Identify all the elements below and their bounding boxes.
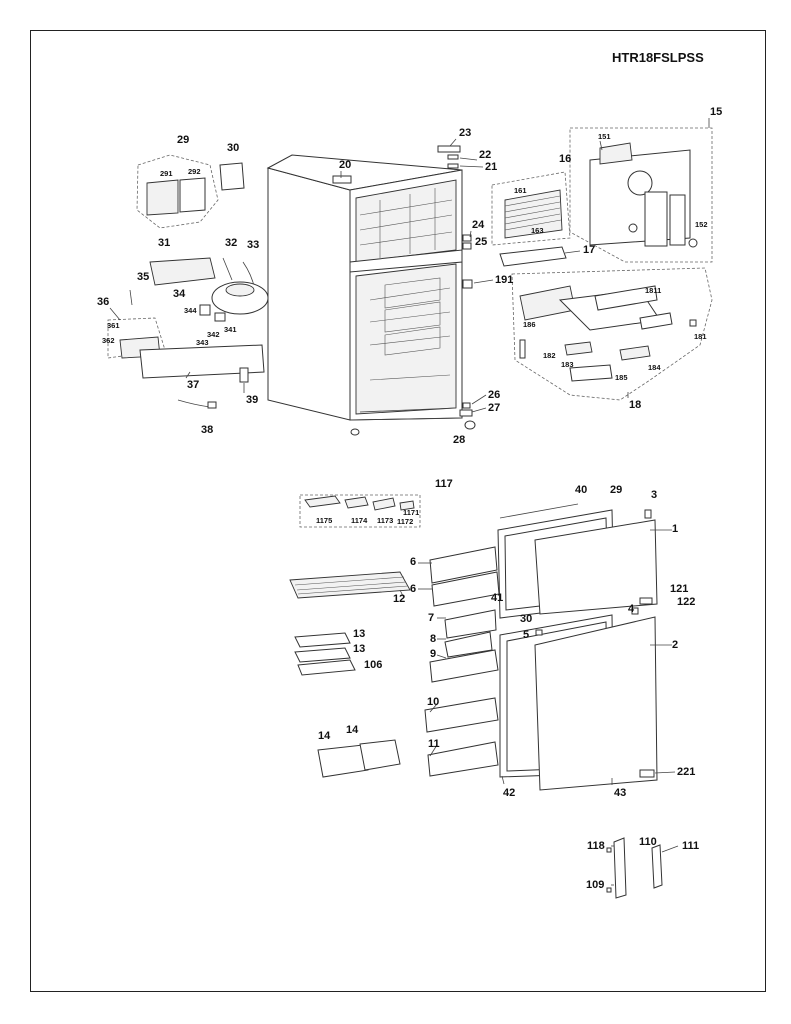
part-number-label: 118: [587, 840, 605, 852]
part-number-label: 361: [107, 321, 120, 330]
part-number-label: 362: [102, 336, 115, 345]
control-panel-assembly: [569, 127, 713, 263]
part-number-label: 183: [561, 360, 574, 369]
part-number-label: 161: [514, 186, 527, 195]
part-number-label: 2: [672, 639, 678, 651]
part-number-label: 163: [531, 226, 544, 235]
part-number-label: 3: [651, 489, 657, 501]
part-number-label: 184: [648, 363, 661, 372]
part-number-label: 38: [201, 424, 213, 436]
part-number-label: 13: [353, 643, 365, 655]
part-number-label: 8: [430, 633, 436, 645]
part-number-label: 13: [353, 628, 365, 640]
part-number-label: 6: [410, 583, 416, 595]
part-number-label: 343: [196, 338, 209, 347]
part-number-label: 292: [188, 167, 201, 176]
model-number: HTR18FSLPSS: [612, 50, 704, 65]
part-number-label: 106: [364, 659, 382, 671]
part-number-label: 25: [475, 236, 487, 248]
part-number-label: 9: [430, 648, 436, 660]
part-number-label: 109: [586, 879, 604, 891]
part-number-label: 12: [393, 593, 405, 605]
door-components: [289, 494, 658, 791]
part-number-label: 29: [610, 484, 622, 496]
air-duct-assembly: [511, 267, 713, 401]
part-number-label: 1173: [377, 516, 393, 525]
part-number-label: 341: [224, 325, 237, 334]
part-number-label: 43: [614, 787, 626, 799]
part-number-label: 7: [428, 612, 434, 624]
part-number-label: 151: [598, 132, 611, 141]
part-number-label: 23: [459, 127, 471, 139]
part-number-label: 1175: [316, 516, 332, 525]
part-number-label: 342: [207, 330, 220, 339]
part-number-label: 185: [615, 373, 628, 382]
part-number-label: 11: [428, 738, 440, 750]
part-number-label: 1811: [645, 286, 661, 295]
part-number-label: 1171: [403, 508, 419, 517]
machine-compartment-parts: [107, 154, 269, 409]
part-number-label: 35: [137, 271, 149, 283]
part-number-label: 37: [187, 379, 199, 391]
part-number-label: 344: [184, 306, 197, 315]
door-handles: [606, 837, 663, 899]
part-number-label: 291: [160, 169, 173, 178]
part-number-label: 34: [173, 288, 186, 300]
part-number-label: 221: [677, 766, 695, 778]
cabinet: [266, 145, 476, 436]
part-number-label: 17: [583, 244, 595, 256]
part-number-label: 18: [629, 399, 641, 411]
part-number-label: 28: [453, 434, 465, 446]
part-number-label: 181: [694, 332, 707, 341]
part-number-label: 27: [488, 402, 500, 414]
part-number-label: 22: [479, 149, 491, 161]
diagram-frame: [30, 30, 766, 992]
part-number-label: 40: [575, 484, 587, 496]
part-number-label: 33: [247, 239, 259, 251]
part-number-label: 111: [682, 840, 699, 852]
part-number-label: 30: [520, 613, 532, 625]
part-number-label: 6: [410, 556, 416, 568]
part-number-label: 186: [523, 320, 536, 329]
part-number-label: 20: [339, 159, 351, 171]
part-number-label: 32: [225, 237, 237, 249]
part-number-label: 10: [427, 696, 439, 708]
part-number-label: 117: [435, 478, 453, 490]
part-number-label: 121: [670, 583, 688, 595]
part-number-label: 110: [639, 836, 657, 848]
part-number-label: 36: [97, 296, 109, 308]
evaporator-assembly: [491, 171, 571, 267]
part-number-label: 182: [543, 351, 556, 360]
part-number-label: 5: [523, 629, 529, 641]
part-number-label: 24: [472, 219, 485, 231]
leader-lines: [109, 118, 710, 886]
part-number-label: 15: [710, 106, 722, 118]
part-number-label: 39: [246, 394, 258, 406]
part-number-label: 4: [628, 603, 635, 615]
part-number-label: 1: [672, 523, 678, 535]
part-number-label: 41: [491, 592, 503, 604]
part-number-label: 14: [318, 730, 331, 742]
part-number-label: 29: [177, 134, 189, 146]
part-number-label: 26: [488, 389, 500, 401]
part-number-label: 152: [695, 220, 708, 229]
part-number-label: 42: [503, 787, 515, 799]
part-number-label: 14: [346, 724, 359, 736]
part-number-label: 16: [559, 153, 571, 165]
part-number-label: 21: [485, 161, 497, 173]
part-number-label: 122: [677, 596, 695, 608]
part-number-label: 31: [158, 237, 170, 249]
part-number-label: 1174: [351, 516, 368, 525]
part-number-label: 30: [227, 142, 239, 154]
part-number-label: 1172: [397, 517, 413, 526]
part-number-label: 191: [495, 274, 513, 286]
